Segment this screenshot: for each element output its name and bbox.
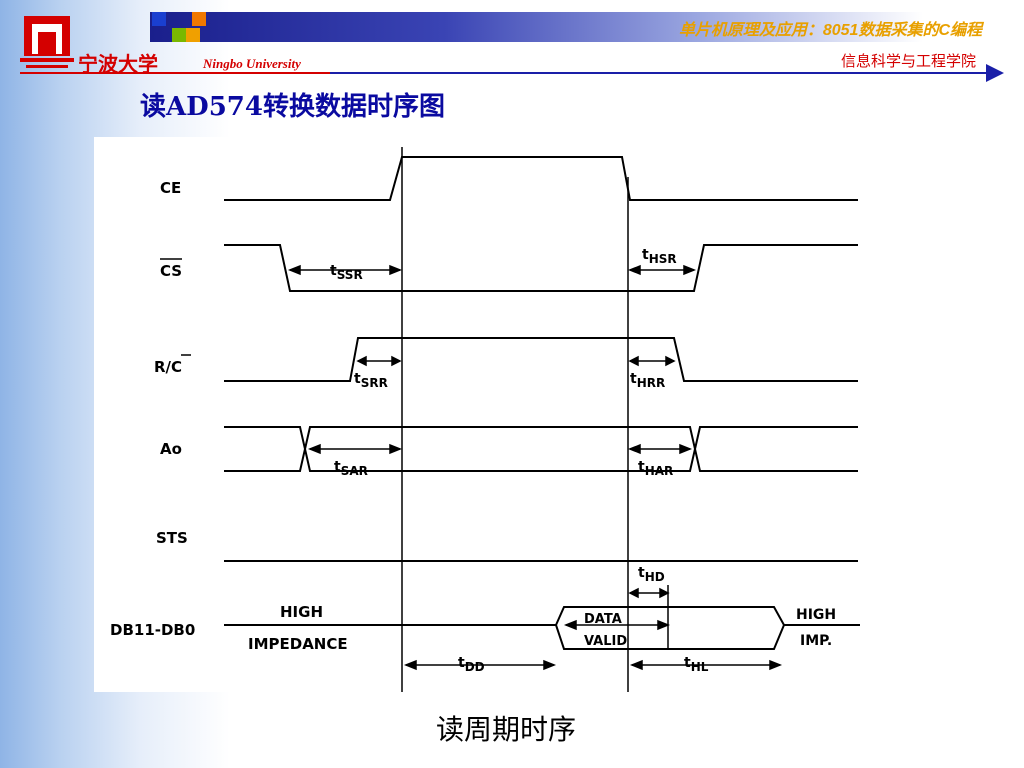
wave-cs: [224, 244, 858, 292]
wave-ce: [224, 156, 858, 201]
signal-label-ao: Ao: [160, 440, 182, 458]
bus-label-impedance: IMPEDANCE: [248, 635, 348, 653]
timing-label-thsr: tHSR: [642, 247, 677, 266]
timing-label-thrr: tHRR: [630, 371, 665, 390]
signal-label-ce: CE: [160, 179, 181, 197]
signal-label-sts: STS: [156, 529, 188, 547]
timing-diagram-panel: CE CS R/C Ao STS DB11-DB0: [94, 137, 864, 692]
timing-label-thar: tHAR: [638, 459, 673, 478]
bus-label-high-2: HIGH: [796, 607, 836, 623]
header-band: [150, 12, 990, 42]
bus-label-imp: IMP.: [800, 633, 832, 649]
bus-label-high-1: HIGH: [280, 603, 323, 621]
header-red-rule: [20, 72, 330, 74]
signal-label-cs: CS: [160, 262, 182, 280]
diagram-caption: 读周期时序: [436, 713, 577, 746]
decor-square-green: [172, 28, 186, 42]
course-title: 单片机原理及应用：8051数据采集的C编程: [678, 22, 982, 39]
header-blue-rule: [330, 72, 990, 74]
decor-square-orange: [192, 12, 206, 26]
wave-rc: [224, 337, 858, 382]
bus-label-data: DATA: [584, 612, 622, 627]
signal-label-db: DB11-DB0: [110, 621, 195, 639]
college-name: 信息科学与工程学院: [840, 52, 976, 70]
signal-label-rc: R/C: [154, 358, 182, 376]
timing-label-tdd: tDD: [458, 655, 485, 674]
wave-db: [224, 606, 860, 650]
timing-label-tssr: tSSR: [330, 263, 363, 282]
timing-label-tsar: tSAR: [334, 459, 368, 478]
university-name-en: Ningbo University: [203, 56, 301, 71]
wave-ao: [224, 426, 858, 472]
bus-label-valid: VALID: [584, 634, 627, 649]
slide-title: 读AD574转换数据时序图: [140, 92, 445, 122]
university-logo-icon: [20, 16, 74, 68]
timing-diagram: CE CS R/C Ao STS DB11-DB0: [110, 147, 860, 692]
timing-label-thl: tHL: [684, 655, 709, 674]
timing-label-thd: tHD: [638, 565, 665, 584]
timing-arrows: [287, 264, 783, 671]
decor-square-yellow: [186, 28, 200, 42]
decor-square-blue: [152, 12, 166, 26]
arrow-right-icon: [986, 64, 1004, 82]
timing-label-tsrr: tSRR: [354, 371, 388, 390]
